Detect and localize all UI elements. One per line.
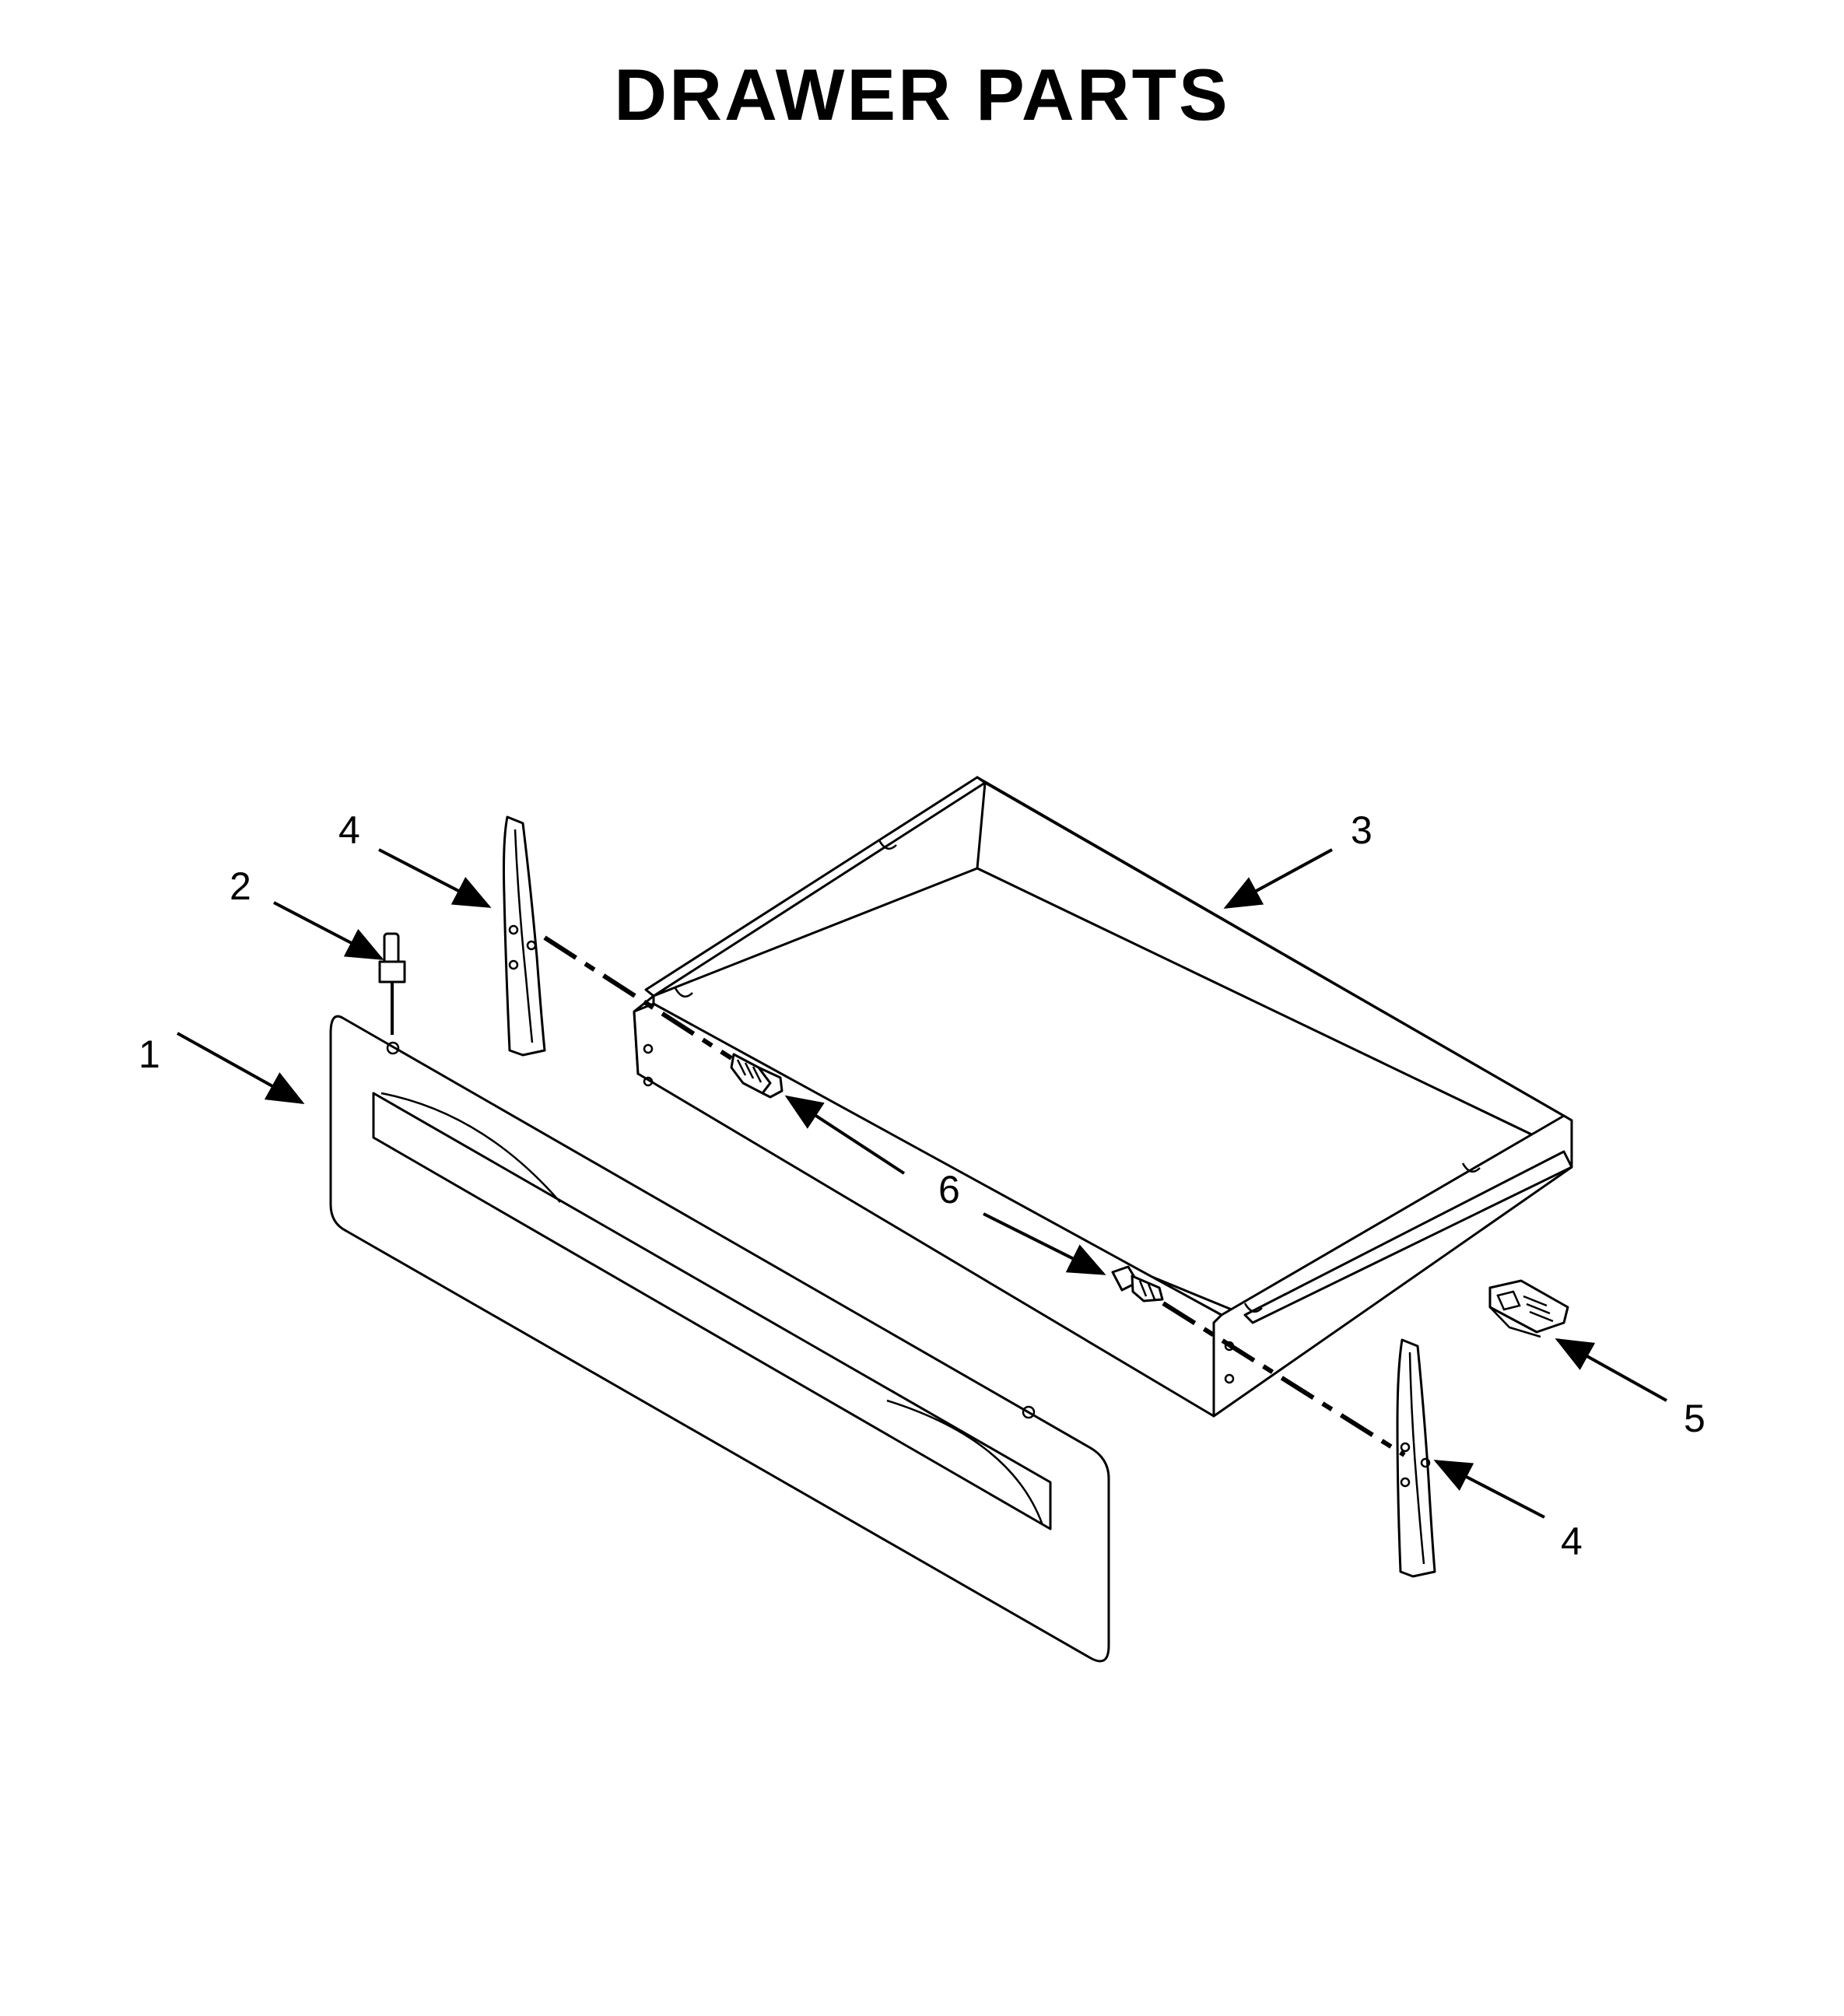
leader-3 xyxy=(1223,848,1333,909)
callout-2: 2 xyxy=(230,864,251,908)
callout-5: 5 xyxy=(1684,1397,1706,1440)
drawer-tray-part-3 xyxy=(633,776,1573,1418)
callout-3: 3 xyxy=(1351,808,1372,852)
callout-4-lower: 4 xyxy=(1561,1520,1583,1563)
pin-part-2 xyxy=(378,932,406,1035)
leader-4-upper xyxy=(378,848,492,908)
page-title: DRAWER PARTS xyxy=(614,54,1230,135)
leader-2 xyxy=(273,901,384,960)
leader-6-upper xyxy=(784,1095,906,1175)
slide-rail-part-4-lower xyxy=(1396,1338,1436,1578)
callout-1: 1 xyxy=(138,1033,160,1076)
leader-6-lower xyxy=(983,1212,1106,1275)
assembly-line-upper xyxy=(543,935,733,1061)
leader-5 xyxy=(1555,1338,1667,1402)
leader-4-lower xyxy=(1433,1460,1545,1519)
assembly-line-lower xyxy=(1162,1301,1406,1457)
leader-1 xyxy=(177,1032,305,1104)
bracket-clip-part-5 xyxy=(1488,1279,1569,1338)
drawer-front-panel-part-1 xyxy=(329,1015,1110,1663)
callout-6: 6 xyxy=(938,1168,960,1211)
screw-part-6-lower xyxy=(1111,1265,1164,1303)
screw-part-6-upper xyxy=(730,1053,784,1099)
callout-4-upper: 4 xyxy=(338,808,360,852)
slide-rail-part-4-upper xyxy=(503,815,546,1057)
